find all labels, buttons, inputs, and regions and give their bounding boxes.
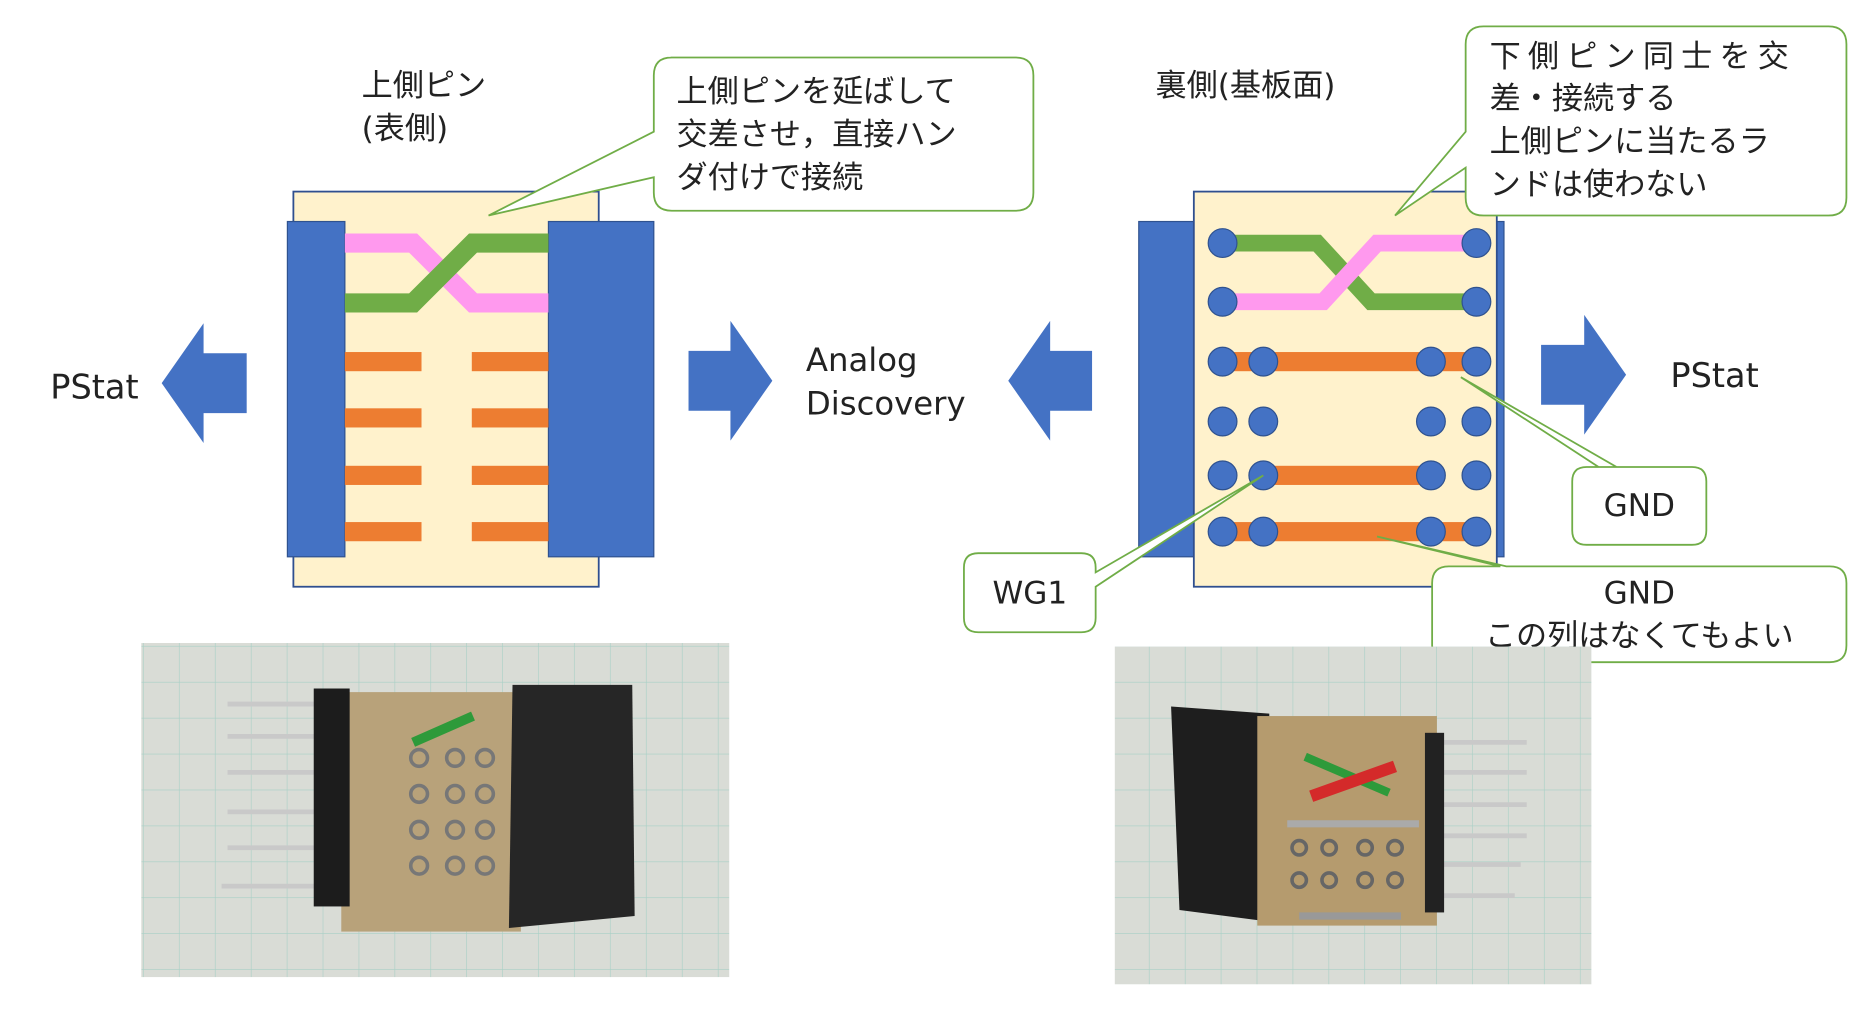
right-pstat-label: PStat xyxy=(1670,356,1758,395)
right-callout-line4: ンドは使わない xyxy=(1490,167,1708,203)
orange-pads xyxy=(344,352,549,542)
analog-label-line1: Analog xyxy=(806,341,918,379)
arrow-left-icon xyxy=(161,323,247,444)
left-pstat-label: PStat xyxy=(50,368,138,407)
photo-solder-side xyxy=(1114,646,1592,985)
gnd-label: GND xyxy=(1604,488,1675,524)
arrow-right-icon xyxy=(688,320,773,441)
arrow-right-icon xyxy=(1541,314,1627,435)
right-title: 裏側(基板面) xyxy=(1156,68,1336,104)
left-connector xyxy=(286,220,346,558)
right-callout: 下側ピン同士を交 差・接続する 上側ピンに当たるラ ンドは使わない xyxy=(1394,25,1848,217)
left-title-line1: 上側ピン xyxy=(362,68,487,104)
top-side-board xyxy=(286,190,655,588)
orange-traces xyxy=(1222,352,1477,542)
solder-side-board xyxy=(1138,190,1505,588)
right-callout-line3: 上側ピンに当たるラ xyxy=(1490,124,1770,160)
wg1-label: WG1 xyxy=(992,575,1067,611)
arrow-left-icon xyxy=(1008,320,1093,441)
right-callout-line2: 差・接続する xyxy=(1490,81,1677,117)
right-connector xyxy=(547,220,655,558)
green-trace xyxy=(344,233,549,313)
left-callout-line2: 交差させ，直接ハン xyxy=(677,117,957,153)
left-callout-line3: ダ付けで接続 xyxy=(677,160,864,196)
left-title-line2: (表側) xyxy=(362,111,449,147)
gnd-callout: GND xyxy=(1460,376,1708,546)
left-callout: 上側ピンを延ばして 交差させ，直接ハン ダ付けで接続 xyxy=(488,56,1035,217)
photo-top-side xyxy=(141,643,730,978)
wg1-callout: WG1 xyxy=(963,474,1264,634)
left-callout-line1: 上側ピンを延ばして xyxy=(677,74,956,110)
analog-label-line2: Discovery xyxy=(806,384,966,422)
right-callout-line1: 下側ピン同士を交 xyxy=(1490,39,1796,75)
gnd2-line1: GND xyxy=(1604,575,1675,611)
pink-trace xyxy=(1222,234,1477,311)
